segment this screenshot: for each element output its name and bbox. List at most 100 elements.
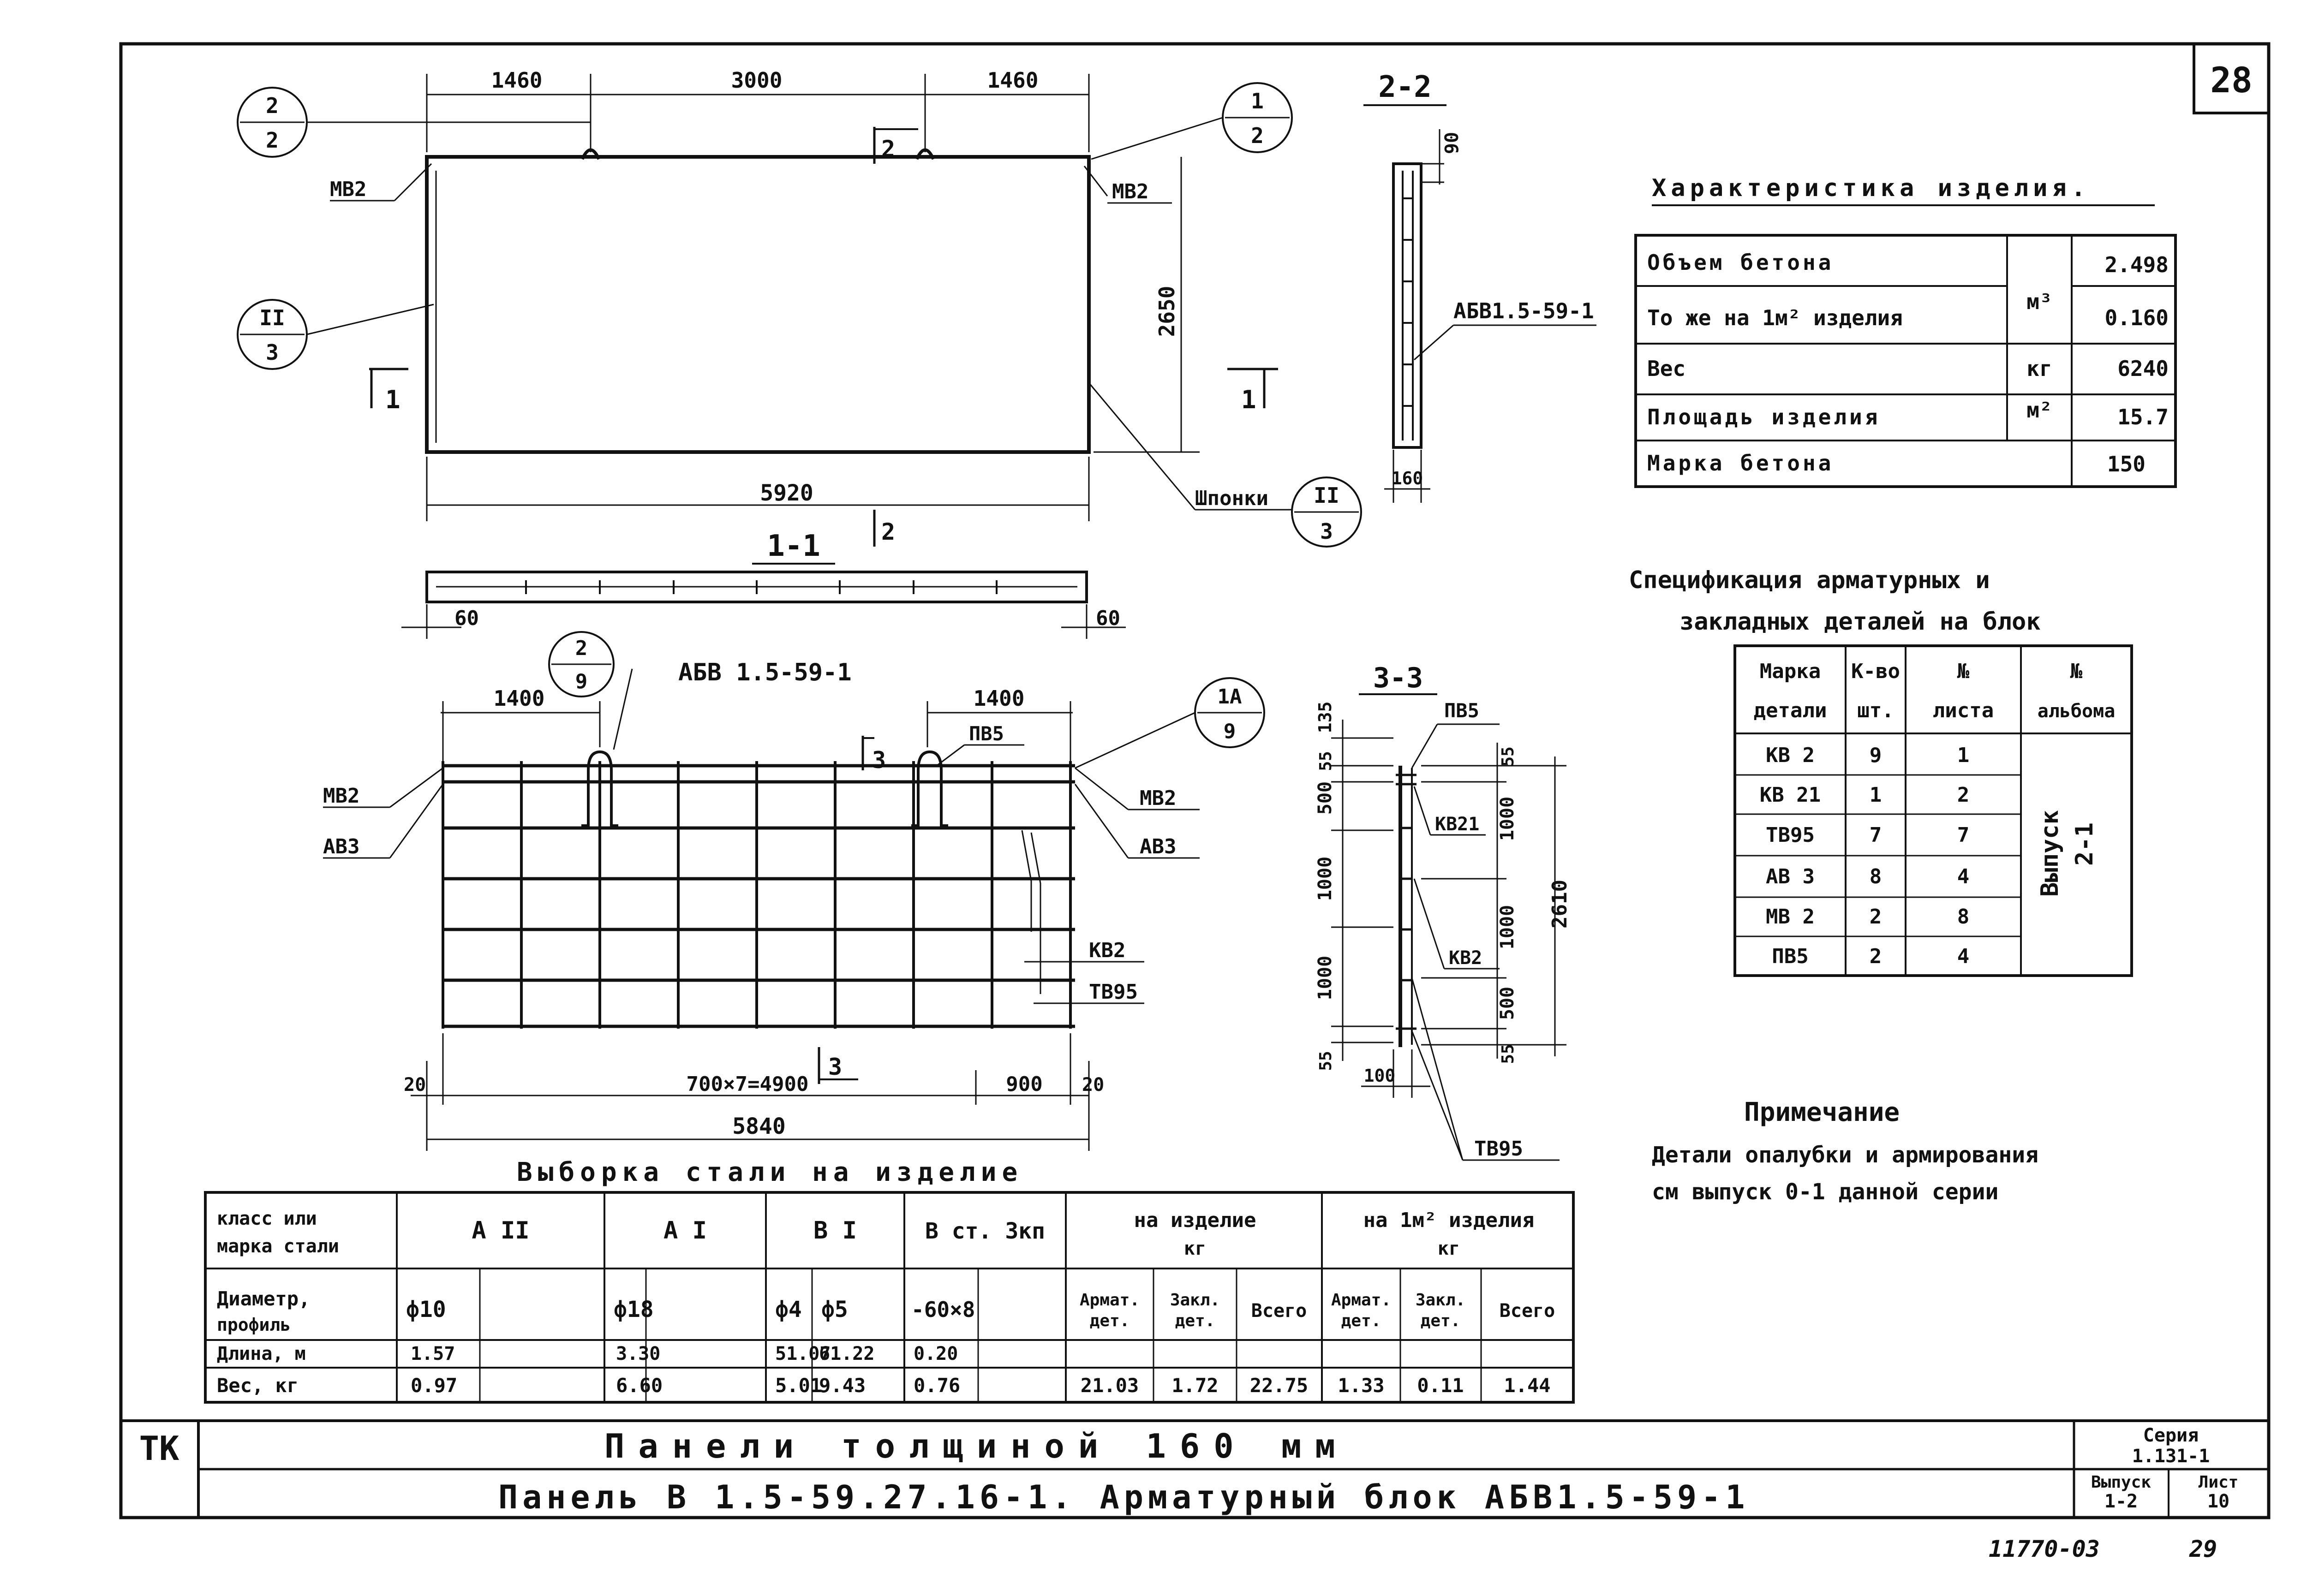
section-3-3-dim-r55-bottom: 55 — [1499, 1044, 1518, 1064]
section-3-3-dim-r500: 500 — [1497, 987, 1518, 1020]
section-3-3-dim-1000-b: 1000 — [1315, 956, 1336, 1000]
spec-qty: 7 — [1870, 823, 1882, 847]
char-value-area: 15.7 — [2117, 405, 2169, 429]
steel-group-a2: А II — [472, 1217, 529, 1245]
callout-1a-9-top: 1А — [1218, 685, 1242, 709]
spec-title-line2: закладных деталей на блок — [1679, 608, 2041, 636]
section-3-3-dim-total: 2610 — [1548, 880, 1572, 929]
callout-1-2-top: 1 — [1251, 89, 1264, 113]
note-block: Примечание Детали опалубки и армирования… — [1652, 1097, 2038, 1205]
characteristics-table: Характеристика изделия. Объем бетона 2.4… — [1634, 174, 2177, 488]
block-label-kb2: КВ2 — [1089, 939, 1125, 962]
section-2-2-dim-top: 90 — [1441, 132, 1463, 154]
steel-m2-all: 1.44 — [1504, 1374, 1550, 1397]
characteristics-row: Вес кг 6240 — [1647, 356, 2169, 381]
spec-header-qty-2: шт. — [1857, 699, 1894, 722]
block-label-ab3-left: АВ3 — [323, 835, 359, 858]
spec-sheet: 4 — [1957, 865, 1970, 888]
steel-row-diameter-label-1: Диаметр, — [217, 1287, 310, 1310]
series-value: 1.131-1 — [2132, 1446, 2210, 1467]
char-name-weight: Вес — [1647, 356, 1685, 381]
steel-group-vst3kp: В ст. 3кп — [925, 1218, 1045, 1244]
table-row: ТВ95 7 7 — [1766, 823, 1969, 847]
char-value-per-m2: 0.160 — [2105, 305, 2169, 330]
section-2-marker-top: 2 — [881, 136, 895, 162]
section-1-1-dim-right: 60 — [1096, 607, 1120, 630]
dim-bottom: 5920 — [760, 480, 813, 506]
steel-sub-zakl-1: Закл. — [1170, 1291, 1220, 1310]
callout-2-9 — [548, 631, 615, 697]
section-1-marker-left: 1 — [385, 385, 400, 414]
characteristics-title: Характеристика изделия. — [1652, 174, 2090, 202]
section-3-3-dim-1000-a: 1000 — [1315, 857, 1336, 901]
callout-2-2-top: 2 — [266, 93, 279, 118]
frame-code: ТК — [139, 1429, 179, 1468]
char-name-area: Площадь изделия — [1647, 405, 1880, 429]
label-keys: Шпонки — [1195, 487, 1268, 510]
spec-header-sheet-1: № — [1957, 660, 1970, 683]
steel-m2-armat: 1.33 — [1338, 1374, 1384, 1397]
section-3-3-dim-r1000-a: 1000 — [1497, 797, 1518, 841]
section-2-2: 2-2 90 160 АБВ1.5-59-1 — [1363, 70, 1596, 503]
spec-album-issue: Выпуск — [2036, 810, 2064, 897]
table-row: МВ 2 2 8 — [1766, 905, 1969, 929]
spec-header-mark-1: Марка — [1760, 660, 1821, 683]
dim-height: 2650 — [1154, 286, 1179, 337]
steel-header-class-1: класс или — [217, 1208, 317, 1229]
label-mb2-left: МВ2 — [330, 178, 366, 201]
steel-header-per-m2-unit: кг — [1438, 1238, 1460, 1259]
steel-total-all: 22.75 — [1250, 1374, 1308, 1397]
steel-diam-strip: -60×8 — [911, 1297, 975, 1322]
dim-top-right: 1460 — [987, 68, 1039, 93]
block-label-mb2-right: МВ2 — [1140, 786, 1176, 810]
sheet-frame — [119, 42, 2271, 1519]
table-row: КВ 2 9 1 — [1766, 744, 1969, 767]
steel-header-class-2: марка стали — [217, 1236, 339, 1257]
block-dim-edge-left: 20 — [404, 1074, 426, 1096]
steel-row-diameter-label-2: профиль — [217, 1315, 291, 1335]
char-unit-m2: м² — [2026, 398, 2052, 423]
section-1-1-title: 1-1 — [767, 529, 820, 563]
spec-header-album-2: альбома — [2038, 701, 2116, 722]
steel-diam-f4: ф4 — [775, 1297, 802, 1322]
char-value-weight: 6240 — [2117, 356, 2169, 381]
block-dim-edge-right: 20 — [1082, 1074, 1104, 1096]
table-row: КВ 21 1 2 — [1760, 783, 1969, 807]
steel-header-on-product: на изделие — [1134, 1209, 1256, 1232]
section-3-3: 3-3 135 55 500 1000 1000 55 — [1315, 662, 1572, 1161]
callout-2-9-bottom: 9 — [575, 670, 588, 693]
characteristics-row: Площадь изделия м² 15.7 — [1647, 398, 2169, 429]
steel-diam-f10: ф10 — [406, 1297, 446, 1322]
spec-album-number: 2-1 — [2071, 822, 2098, 866]
steel-group-b1: В I — [813, 1217, 857, 1245]
section-2-marker-bottom: 2 — [881, 518, 895, 545]
spec-qty: 2 — [1870, 905, 1882, 929]
spec-mark: АВ 3 — [1766, 865, 1815, 888]
label-mb2-right: МВ2 — [1112, 180, 1148, 203]
spec-mark: ПВ5 — [1772, 945, 1808, 968]
sheet-label: Лист — [2199, 1473, 2239, 1492]
spec-sheet: 4 — [1957, 945, 1970, 968]
title-top: Панели толщиной 160 мм — [604, 1427, 1349, 1465]
callout-1-2-bottom: 2 — [1251, 123, 1264, 148]
callout-ii-3-keys — [1291, 476, 1362, 548]
section-1-1-outline — [425, 571, 1088, 603]
callout-1a-9-bottom: 9 — [1224, 720, 1236, 743]
char-name-volume: Объем бетона — [1647, 250, 1834, 275]
steel-sub-total-1: Всего — [1251, 1300, 1307, 1322]
sheet-value: 10 — [2207, 1491, 2229, 1512]
mesh-horizontal-bars — [443, 764, 1075, 1028]
block-label-mb2-left: МВ2 — [323, 784, 359, 808]
issue-label: Выпуск — [2091, 1473, 2151, 1492]
steel-sub-armat-2b: дет. — [1341, 1311, 1381, 1330]
section-1-1-dim-left: 60 — [454, 607, 479, 630]
steel-diam-f5: ф5 — [821, 1297, 848, 1322]
steel-len-f18: 3.30 — [616, 1343, 660, 1364]
block-dim-end: 900 — [1006, 1072, 1042, 1096]
spec-mark: ТВ95 — [1766, 823, 1815, 847]
spec-sheet: 2 — [1957, 783, 1970, 807]
spec-qty: 8 — [1870, 865, 1882, 888]
char-unit-kg: кг — [2026, 356, 2052, 381]
steel-total-zakl: 1.72 — [1171, 1374, 1218, 1397]
